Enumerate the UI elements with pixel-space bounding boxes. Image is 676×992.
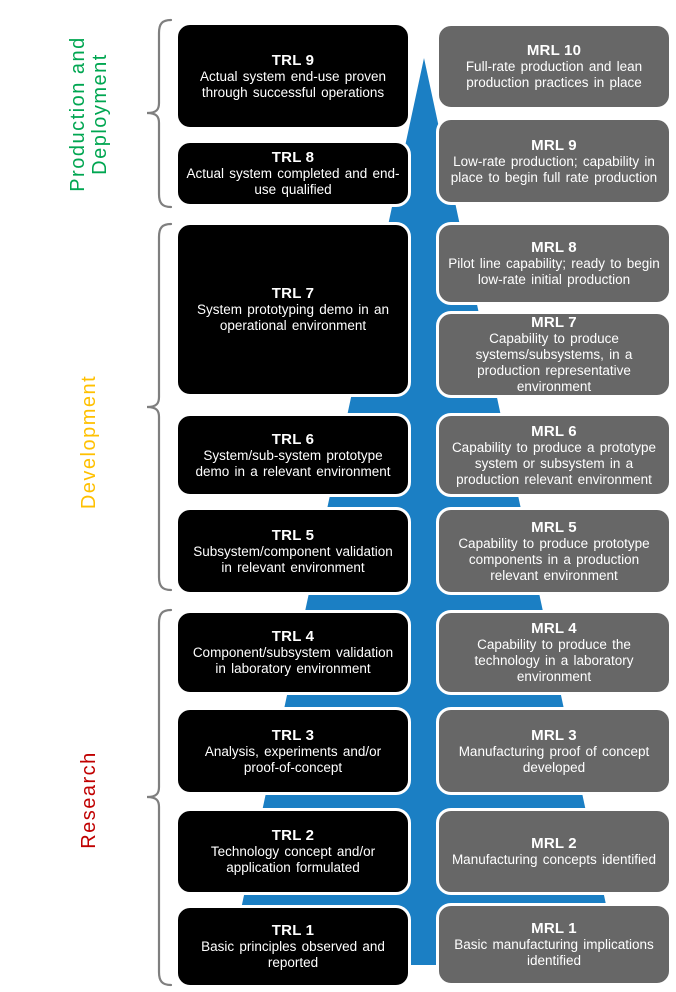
box-title: MRL 10 [526,42,582,59]
phase-label-production: Production and Deployment [67,36,111,192]
box-desc: Low-rate production; capability in place… [450,153,658,185]
box-title: TRL 7 [271,285,315,302]
box-title: MRL 9 [531,136,577,154]
box-title: TRL 4 [271,628,315,645]
phase-label-research: Research [78,751,100,849]
box-desc: Actual system completed and end-use qual… [186,166,400,197]
box-title: MRL 8 [531,239,577,256]
bracket-development-icon [146,222,173,592]
box-title: TRL 6 [271,430,315,448]
box-title: MRL 5 [531,518,577,536]
box-desc: Basic manufacturing implications identif… [454,937,654,968]
box-title: MRL 1 [531,920,577,937]
bracket-research-icon [146,608,173,987]
box-desc: Capability to produce prototype componen… [458,535,650,583]
box-title: TRL 2 [271,827,315,844]
box-desc: Analysis, experiments and/or proof-of-co… [204,743,382,775]
box-desc: Capability to produce systems/subsystems… [475,331,633,394]
phase-label-development: Development [78,374,100,510]
box-title: TRL 3 [271,726,315,744]
box-desc: Technology concept and/or application fo… [210,844,376,875]
box-title: TRL 5 [271,526,315,544]
box-desc: Basic principles observed and reported [201,939,385,970]
box-title: MRL 6 [531,422,577,440]
box-desc: Manufacturing concepts identified [451,852,657,867]
box-desc: System/sub-system prototype demo in a re… [195,447,391,479]
box-title: MRL 2 [531,835,577,852]
box-desc: Pilot line capability; ready to begin lo… [448,256,660,287]
box-title: TRL 9 [271,51,315,69]
box-title: TRL 8 [271,149,315,166]
box-desc: Full-rate production and lean production… [465,59,643,90]
box-title: TRL 1 [271,922,315,939]
box-desc: Manufacturing proof of concept developed [458,743,650,775]
box-desc: Subsystem/component validation in releva… [193,543,393,575]
box-desc: Actual system end-use proven through suc… [199,68,387,100]
box-desc: Capability to produce the technology in … [474,637,634,684]
bracket-production-icon [146,18,173,209]
box-title: MRL 4 [531,620,577,637]
box-desc: System prototyping demo in an operationa… [196,302,390,333]
box-desc: Capability to produce a prototype system… [451,439,657,487]
box-title: MRL 3 [531,726,577,744]
box-desc: Component/subsystem validation in labora… [192,645,394,676]
box-title: MRL 7 [531,314,577,331]
